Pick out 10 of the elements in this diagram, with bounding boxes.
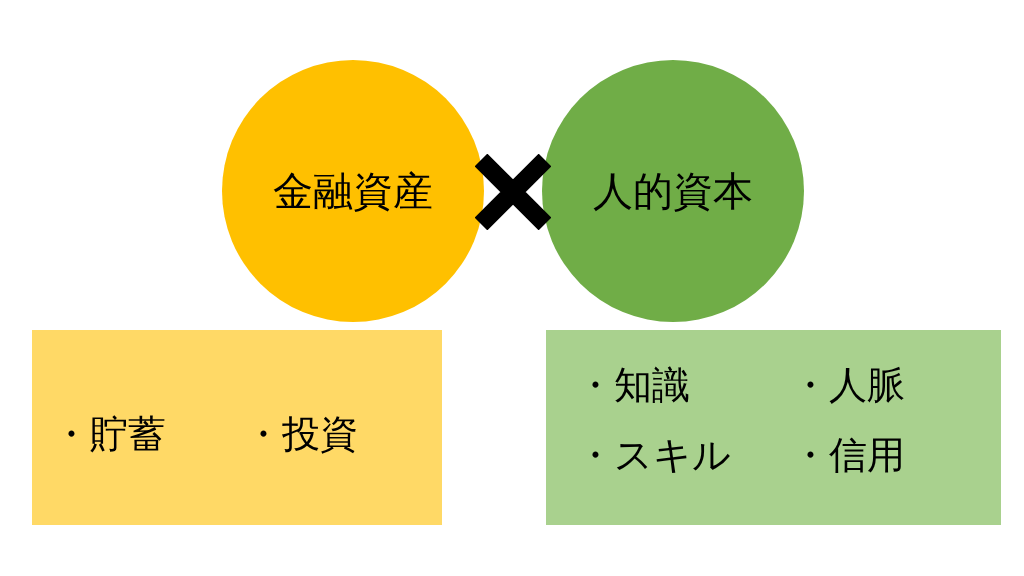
list-item: ・信用: [791, 436, 905, 474]
node-title: 人的資本: [593, 171, 753, 211]
list-box: [32, 330, 442, 525]
list-item: ・貯蓄: [52, 415, 166, 453]
list-item: ・知識: [576, 366, 690, 404]
list-item: ・スキル: [576, 436, 731, 474]
list-item: ・投資: [244, 415, 358, 453]
list-box: [546, 330, 1001, 525]
list-item: ・人脈: [791, 366, 905, 404]
node-title: 金融資産: [273, 171, 433, 211]
